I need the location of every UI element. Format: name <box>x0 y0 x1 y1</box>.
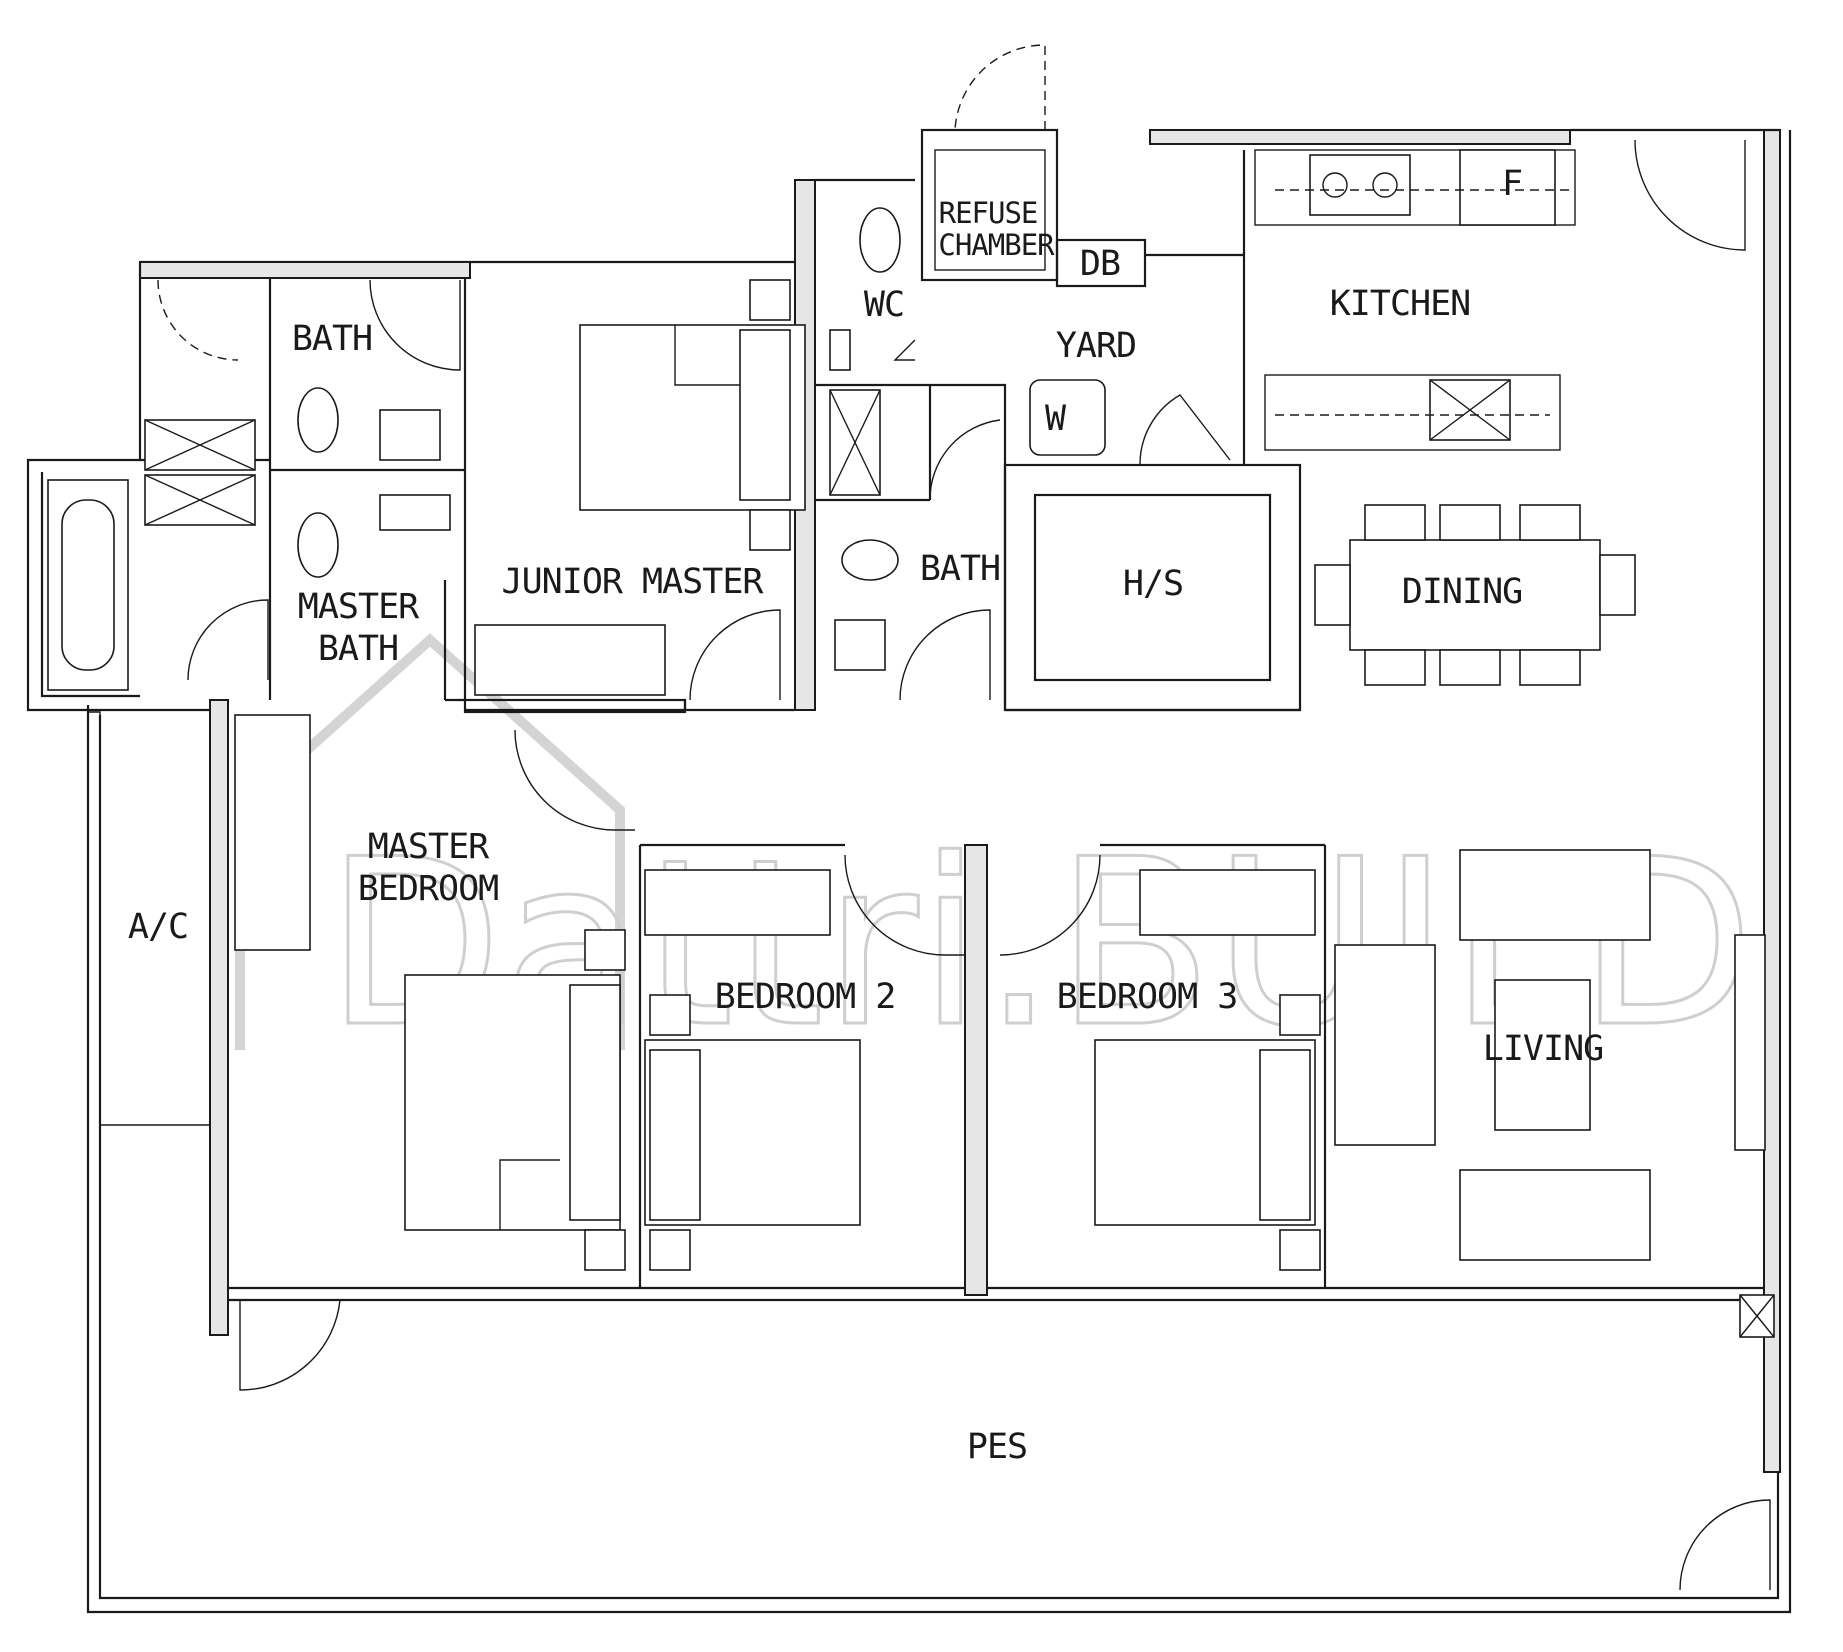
label-living: LIVING <box>1483 1029 1603 1069</box>
label-bath-2: BATH <box>920 549 1000 589</box>
label-master-bath-2: BATH <box>318 629 398 669</box>
room-labels: BATH MASTER BATH JUNIOR MASTER WC REFUSE… <box>128 164 1604 1467</box>
label-junior-master: JUNIOR MASTER <box>502 562 765 602</box>
label-bedroom-3: BEDROOM 3 <box>1057 977 1238 1017</box>
label-ac: A/C <box>128 907 188 947</box>
label-wc: WC <box>864 285 904 325</box>
label-fridge: F <box>1502 164 1522 204</box>
interior-walls <box>140 128 1327 1296</box>
label-hs: H/S <box>1123 564 1183 604</box>
label-refuse-2: CHAMBER <box>938 228 1055 262</box>
label-bath: BATH <box>292 319 372 359</box>
label-db: DB <box>1080 244 1120 284</box>
label-dining: DINING <box>1402 572 1522 612</box>
label-yard: YARD <box>1056 326 1136 366</box>
doors <box>157 44 1771 1591</box>
label-kitchen: KITCHEN <box>1330 284 1471 324</box>
label-pes: PES <box>967 1427 1027 1467</box>
label-bedroom-2: BEDROOM 2 <box>715 977 896 1017</box>
label-refuse-1: REFUSE <box>939 196 1038 230</box>
label-master-bedroom-1: MASTER <box>368 827 490 867</box>
outer-walls <box>26 128 1792 1614</box>
fixtures <box>47 149 1576 691</box>
label-washer: W <box>1045 399 1067 439</box>
label-master-bath-1: MASTER <box>298 587 420 627</box>
label-master-bedroom-2: BEDROOM <box>358 869 499 909</box>
furniture <box>234 279 1775 1338</box>
